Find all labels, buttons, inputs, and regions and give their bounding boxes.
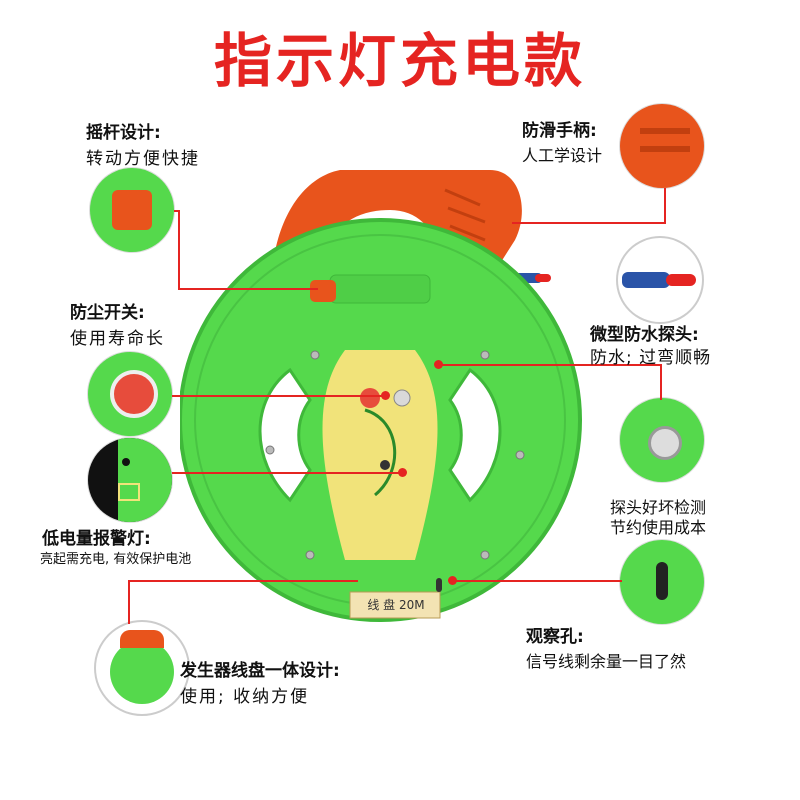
reel-label-text: 线 盘 20M bbox=[352, 596, 440, 613]
callout-line bbox=[664, 188, 666, 224]
window-left bbox=[258, 367, 312, 503]
dust-switch-heading: 防尘开关: bbox=[70, 303, 145, 323]
probe-test-line2: 节约使用成本 bbox=[610, 518, 707, 537]
integrated-detail bbox=[96, 622, 188, 714]
callout-line bbox=[174, 210, 180, 212]
probe-test-line1: 探头好坏检测 bbox=[610, 498, 707, 517]
callout-line bbox=[512, 222, 666, 224]
switch-detail bbox=[88, 352, 172, 436]
callout-dot bbox=[434, 360, 443, 369]
integrated-desc: 使用; 收纳方便 bbox=[180, 687, 310, 707]
callout-line bbox=[178, 210, 180, 290]
crank-detail bbox=[90, 168, 174, 252]
crank-knob bbox=[310, 280, 336, 302]
probe-desc: 防水; 过弯顺畅 bbox=[590, 348, 712, 368]
handle-desc: 人工学设计 bbox=[522, 146, 603, 165]
callout-dot bbox=[448, 576, 457, 585]
label-plate bbox=[349, 591, 441, 619]
screws bbox=[265, 350, 525, 560]
callout-line bbox=[178, 288, 318, 290]
handle-heading: 防滑手柄: bbox=[522, 121, 597, 141]
reel-label: 线 盘 bbox=[367, 598, 396, 612]
callout-line bbox=[452, 580, 622, 582]
low-battery-desc: 亮起需充电, 有效保护电池 bbox=[40, 552, 192, 567]
reel-length: 20M bbox=[399, 598, 425, 612]
crank-desc: 转动方便快捷 bbox=[86, 149, 200, 169]
callout-line bbox=[438, 364, 662, 366]
probe-detail bbox=[618, 238, 702, 322]
observation-hole bbox=[436, 578, 442, 592]
window-heading: 观察孔: bbox=[526, 627, 584, 647]
callout-line bbox=[660, 364, 662, 400]
cable-reel-illustration bbox=[180, 170, 582, 622]
dust-switch bbox=[360, 388, 380, 408]
page-title: 指示灯充电款 bbox=[213, 27, 586, 95]
handle-detail bbox=[620, 104, 704, 188]
dust-switch-desc: 使用寿命长 bbox=[70, 329, 165, 349]
probe-heading: 微型防水探头: bbox=[590, 325, 699, 345]
battery-led-detail bbox=[88, 438, 172, 522]
low-battery-led bbox=[380, 460, 390, 470]
low-battery-heading: 低电量报警灯: bbox=[42, 529, 151, 549]
crank-heading: 摇杆设计: bbox=[86, 123, 161, 143]
probe-socket-detail bbox=[620, 398, 704, 482]
window-desc: 信号线剩余量一目了然 bbox=[526, 652, 687, 671]
probe-socket bbox=[393, 389, 411, 407]
window-right bbox=[448, 367, 502, 503]
callout-dot bbox=[398, 468, 407, 477]
callout-line bbox=[128, 580, 130, 624]
callout-dot bbox=[381, 391, 390, 400]
center-panel bbox=[322, 350, 438, 560]
callout-line bbox=[128, 580, 358, 582]
callout-line bbox=[172, 395, 382, 397]
callout-line bbox=[172, 472, 402, 474]
integrated-heading: 发生器线盘一体设计: bbox=[180, 661, 340, 681]
window-detail bbox=[620, 540, 704, 624]
